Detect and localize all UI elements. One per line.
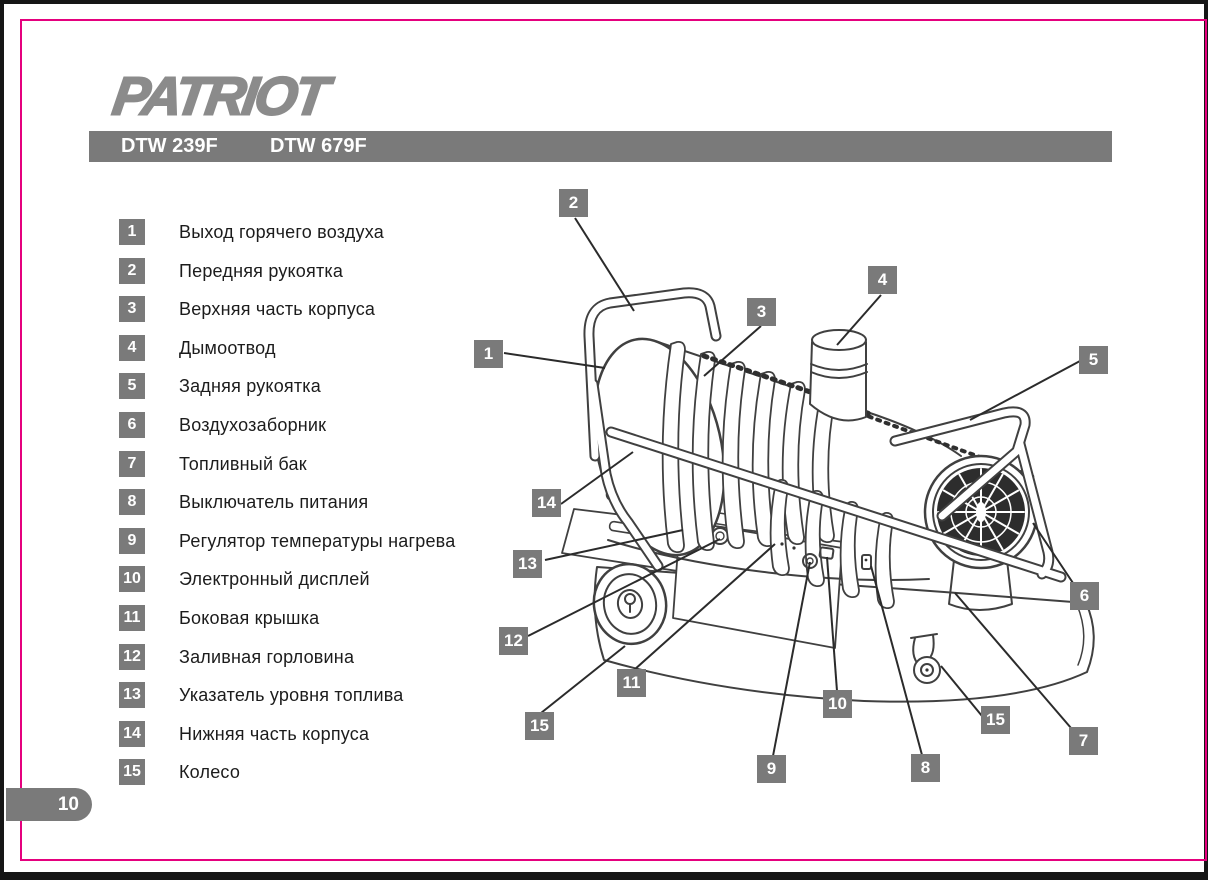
- callout-13: 13: [513, 550, 542, 578]
- page-number: 10: [58, 794, 79, 816]
- callout-6: 6: [1070, 582, 1099, 610]
- callout-11: 11: [617, 669, 646, 697]
- chimney: [810, 342, 866, 420]
- callout-10: 10: [823, 690, 852, 718]
- callout-8: 8: [911, 754, 940, 782]
- page-number-badge: 10: [6, 788, 92, 821]
- callout-4: 4: [868, 266, 897, 294]
- callout-9: 9: [757, 755, 786, 783]
- power-switch: [862, 555, 871, 569]
- callout-7: 7: [1069, 727, 1098, 755]
- callout-14: 14: [532, 489, 561, 517]
- callout-2: 2: [559, 189, 588, 217]
- heater-diagram: [4, 4, 1208, 880]
- callout-12: 12: [499, 627, 528, 655]
- callout-3: 3: [747, 298, 776, 326]
- callout-1: 1: [474, 340, 503, 368]
- callout-5: 5: [1079, 346, 1108, 374]
- callout-15b: 15: [981, 706, 1010, 734]
- callout-15: 15: [525, 712, 554, 740]
